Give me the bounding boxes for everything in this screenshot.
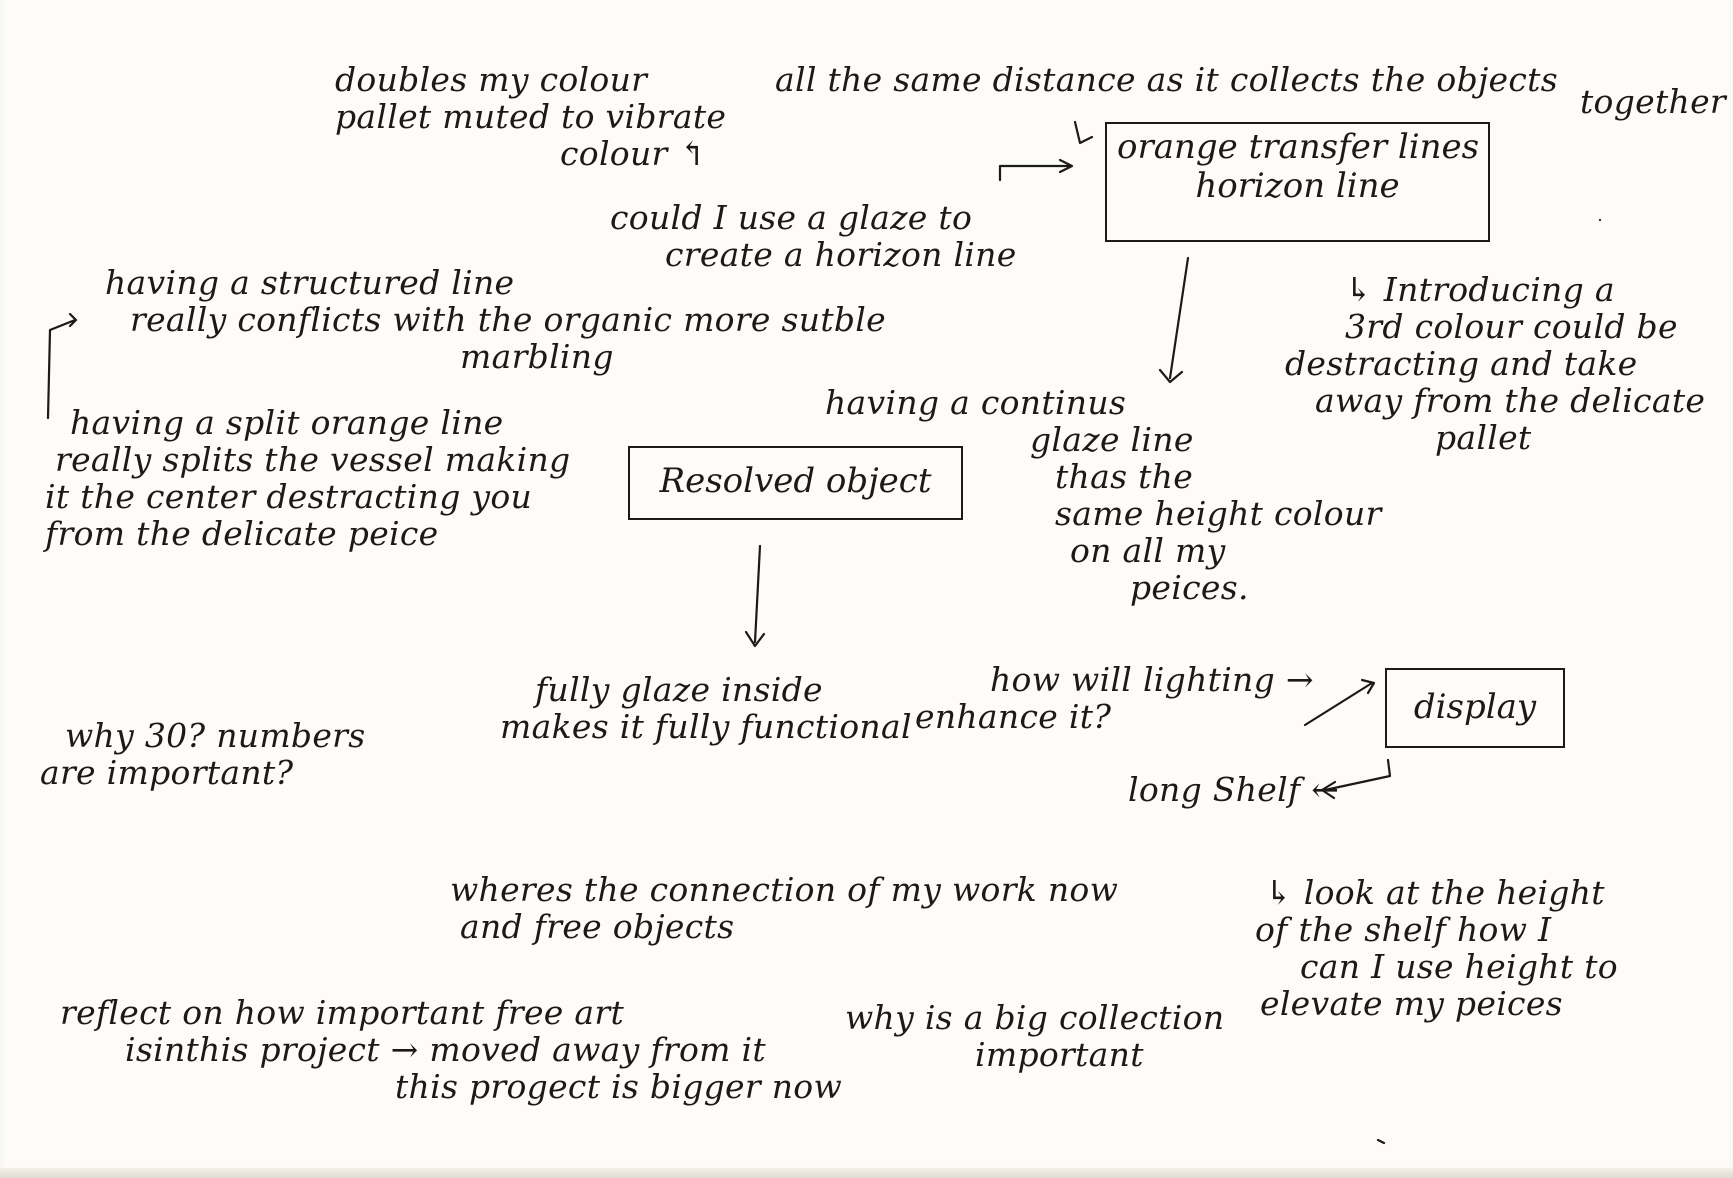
note-line: are important? [40, 752, 294, 792]
note-line: enhance it? [915, 696, 1112, 736]
note-line: important [975, 1034, 1144, 1074]
note-line: away from the delicate [1315, 380, 1706, 420]
note-line: ↳ Introducing a [1345, 270, 1615, 309]
note-line: destracting and take [1285, 343, 1638, 383]
note-line: create a horizon line [665, 234, 1017, 274]
box-line: Resolved object [659, 461, 932, 501]
box-line: display [1413, 687, 1537, 727]
note-line: elevate my peices [1260, 983, 1563, 1023]
arrow-glaze-to-box [998, 158, 1074, 182]
arrow-resolved-to-fully-glaze [744, 544, 766, 648]
note-continus-glaze: having a continus glaze line thas the sa… [825, 384, 1382, 607]
note-line: isinthis project → moved away from it [125, 1029, 766, 1069]
box-display: display [1385, 668, 1565, 748]
note-split-line: having a split orange line really splits… [45, 403, 571, 553]
note-long-shelf: long Shelf ← [1128, 770, 1340, 809]
note-lighting: how will lighting → enhance it? [915, 660, 1314, 736]
box-line: horizon line [1195, 166, 1400, 207]
note-line: really conflicts with the organic more s… [130, 299, 886, 339]
note-doubles-colour: doubles my colour pallet muted to vibrat… [335, 60, 727, 173]
note-line: could I use a glaze to [610, 198, 973, 237]
box-orange-transfer-lines: orange transfer lines horizon line [1105, 122, 1490, 242]
note-line: wheres the connection of my work now [450, 870, 1119, 909]
note-line: thas the [1055, 456, 1194, 496]
note-glaze-horizon: could I use a glaze to create a horizon … [610, 198, 1017, 274]
note-line: doubles my colour [335, 60, 648, 99]
note-line: glaze line [1030, 419, 1194, 459]
note-reflect: reflect on how important free art isinth… [60, 993, 843, 1106]
note-line: makes it fully functional [500, 706, 912, 746]
note-line: why is a big collection [845, 998, 1225, 1037]
note-line: fully glaze inside [535, 670, 823, 709]
box-line: orange transfer lines [1117, 127, 1480, 167]
note-line: 3rd colour could be [1345, 306, 1678, 346]
note-line: really splits the vessel making [55, 439, 571, 479]
note-line: having a split orange line [70, 403, 504, 442]
note-connection: wheres the connection of my work now and… [450, 870, 1119, 946]
note-introducing: ↳ Introducing a 3rd colour could be dest… [1285, 270, 1705, 457]
note-line: pallet muted to vibrate [335, 96, 727, 136]
arrow-box-to-continus [1158, 256, 1190, 384]
note-line: on all my [1070, 530, 1226, 570]
note-line: marbling [460, 336, 614, 376]
note-line: all the same distance as it collects the… [775, 60, 1558, 99]
note-line: from the delicate peice [45, 513, 439, 553]
note-line: this progect is bigger now [395, 1066, 843, 1106]
note-line: pallet [1435, 417, 1532, 457]
note-line: together [1580, 82, 1727, 121]
note-line: how will lighting → [990, 660, 1314, 699]
note-why-30: why 30? numbers are important? [40, 716, 366, 792]
note-structured-line: having a structured line really conflict… [105, 263, 886, 376]
note-line: reflect on how important free art [60, 993, 625, 1032]
note-fully-glaze: fully glaze inside makes it fully functi… [500, 670, 912, 746]
note-line: why 30? numbers [65, 716, 366, 755]
note-line: colour ↰ [560, 133, 707, 173]
note-line: of the shelf how I [1255, 909, 1552, 949]
note-line: and free objects [460, 906, 735, 946]
paper-edge [0, 1168, 1733, 1178]
arrow-lighting-to-display [1303, 678, 1376, 727]
note-line: peices. [1130, 567, 1249, 607]
note-line: can I use height to [1300, 946, 1618, 986]
note-line: long Shelf ← [1128, 770, 1340, 809]
ink-mark [1376, 1138, 1386, 1145]
note-line: it the center destracting you [45, 476, 533, 516]
note-line: same height colour [1055, 493, 1382, 533]
note-line: having a continus [825, 383, 1127, 422]
note-big-collection: why is a big collection important [845, 998, 1225, 1074]
arrow-to-orange-box [1073, 120, 1094, 145]
note-same-distance: all the same distance as it collects the… [775, 60, 1558, 99]
note-look-height: ↳ look at the height of the shelf how I … [1255, 873, 1618, 1023]
note-together: together [1580, 82, 1727, 121]
box-resolved-object: Resolved object [628, 446, 963, 520]
note-line: having a structured line [105, 263, 515, 302]
note-line: ↳ look at the height [1265, 873, 1605, 912]
